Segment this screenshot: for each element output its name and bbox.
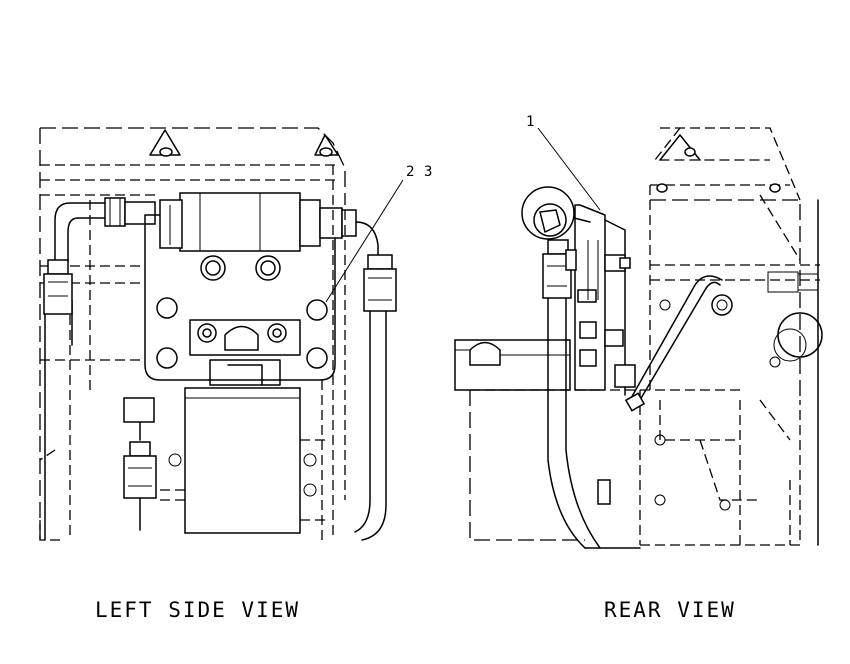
callout-3: 3 xyxy=(424,164,432,180)
rear-view: 1 xyxy=(454,114,823,549)
left-view-caption: LEFT SIDE VIEW xyxy=(95,598,300,622)
callout-1: 1 xyxy=(526,114,534,130)
rear-view-caption: REAR VIEW xyxy=(604,598,736,622)
left-side-view: 2 3 xyxy=(39,127,432,541)
callout-2: 2 xyxy=(406,164,414,180)
plate-bolts xyxy=(156,255,328,369)
